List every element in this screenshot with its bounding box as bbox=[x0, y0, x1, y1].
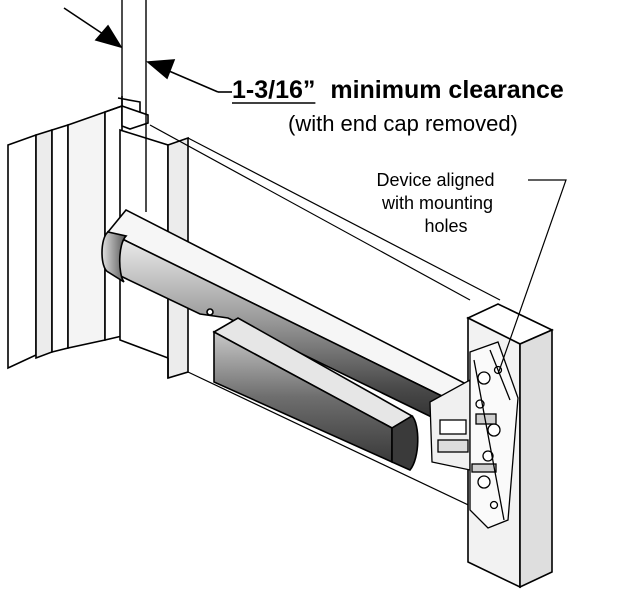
right-arrowhead bbox=[145, 59, 176, 80]
device-note-line-2: with mounting bbox=[381, 193, 493, 213]
clearance-measurement: 1-3/16” bbox=[232, 76, 315, 104]
device-note-line-3: holes bbox=[424, 216, 467, 236]
device-alignment-callout: Device aligned with mounting holes bbox=[376, 170, 567, 375]
clearance-label: minimum clearance bbox=[330, 76, 564, 104]
right-arrow-shaft bbox=[161, 67, 219, 93]
rail-fastener bbox=[206, 308, 214, 316]
frame-stop bbox=[51, 123, 69, 354]
exit-device bbox=[101, 208, 472, 428]
frame-rabbet bbox=[67, 110, 106, 349]
rail-end-cap bbox=[101, 231, 128, 283]
frame-outer-jamb-face bbox=[35, 128, 53, 360]
push-pad-end bbox=[391, 414, 419, 471]
latch-mechanism bbox=[429, 341, 519, 529]
mounting-block-side bbox=[519, 328, 553, 589]
frame-outer-jamb bbox=[7, 133, 37, 370]
door-leaf bbox=[149, 124, 501, 521]
push-pad bbox=[212, 317, 419, 471]
svg-text:Device aligned with moun: Device aligned with mounting holes bbox=[376, 170, 499, 236]
clearance-note: (with end cap removed) bbox=[288, 111, 518, 136]
clearance-callout: 1-3/16” minimum clearance (with end cap … bbox=[232, 76, 564, 136]
svg-text:1-3/16” minimum clearanc: 1-3/16” minimum clearance bbox=[232, 76, 564, 104]
frame-top-lip bbox=[104, 104, 149, 130]
left-arrowhead bbox=[94, 24, 123, 49]
device-note-leader bbox=[497, 179, 567, 375]
clearance-reference-lines bbox=[121, 0, 147, 212]
device-note-line-1: Device aligned bbox=[376, 170, 494, 190]
dimension-arrows bbox=[63, 7, 232, 93]
